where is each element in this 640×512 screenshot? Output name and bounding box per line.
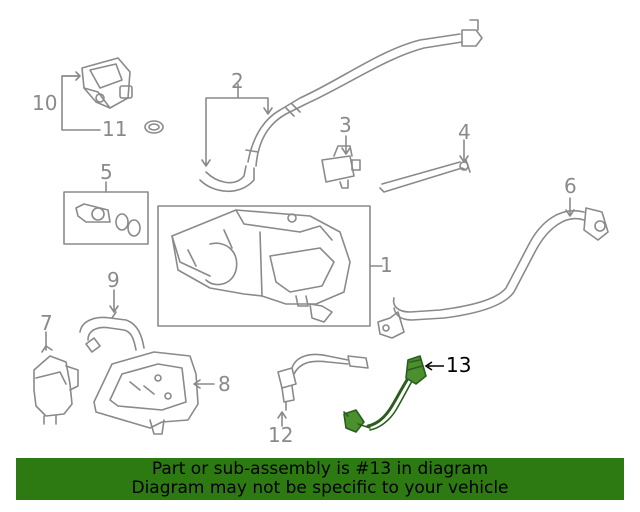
callout-4: 4 — [458, 120, 471, 144]
callout-3: 3 — [339, 113, 352, 137]
part-3-pressure-sensor — [321, 145, 361, 189]
part-9-hose — [79, 311, 145, 353]
part-8-cover — [93, 351, 199, 435]
callout-6: 6 — [564, 174, 577, 198]
footer-line-1: Part or sub-assembly is #13 in diagram — [151, 459, 489, 479]
callout-9: 9 — [107, 268, 120, 292]
part-5-connector — [75, 203, 141, 237]
callout-2: 2 — [231, 69, 244, 93]
leader-13 — [424, 361, 444, 371]
leader-10-arrow — [61, 71, 81, 81]
part-13-oxygen-sensor-highlighted — [343, 355, 427, 433]
part-1-canister — [171, 209, 351, 323]
callout-1: 1 — [380, 253, 393, 277]
part-11-o-ring — [144, 120, 164, 134]
callout-11: 11 — [102, 117, 128, 141]
callout-5: 5 — [100, 160, 113, 184]
footer-note: Part or sub-assembly is #13 in diagram D… — [16, 458, 624, 500]
callout-7: 7 — [40, 311, 53, 335]
part-2-purge-hose — [199, 19, 483, 192]
part-4-bracket — [379, 159, 471, 193]
footer-line-2: Diagram may not be specific to your vehi… — [131, 478, 509, 498]
part-6-vent-pipe — [377, 207, 609, 339]
callout-12: 12 — [268, 423, 294, 447]
leader-2 — [201, 83, 273, 167]
part-7-valve — [33, 345, 79, 425]
footer-banner — [16, 458, 624, 500]
leader-10-11 — [61, 75, 101, 131]
part-12-oxygen-sensor — [277, 353, 369, 411]
callout-13: 13 — [446, 353, 472, 377]
part-10-solenoid-valve — [81, 57, 133, 109]
callout-8: 8 — [218, 372, 231, 396]
callout-10: 10 — [32, 91, 58, 115]
